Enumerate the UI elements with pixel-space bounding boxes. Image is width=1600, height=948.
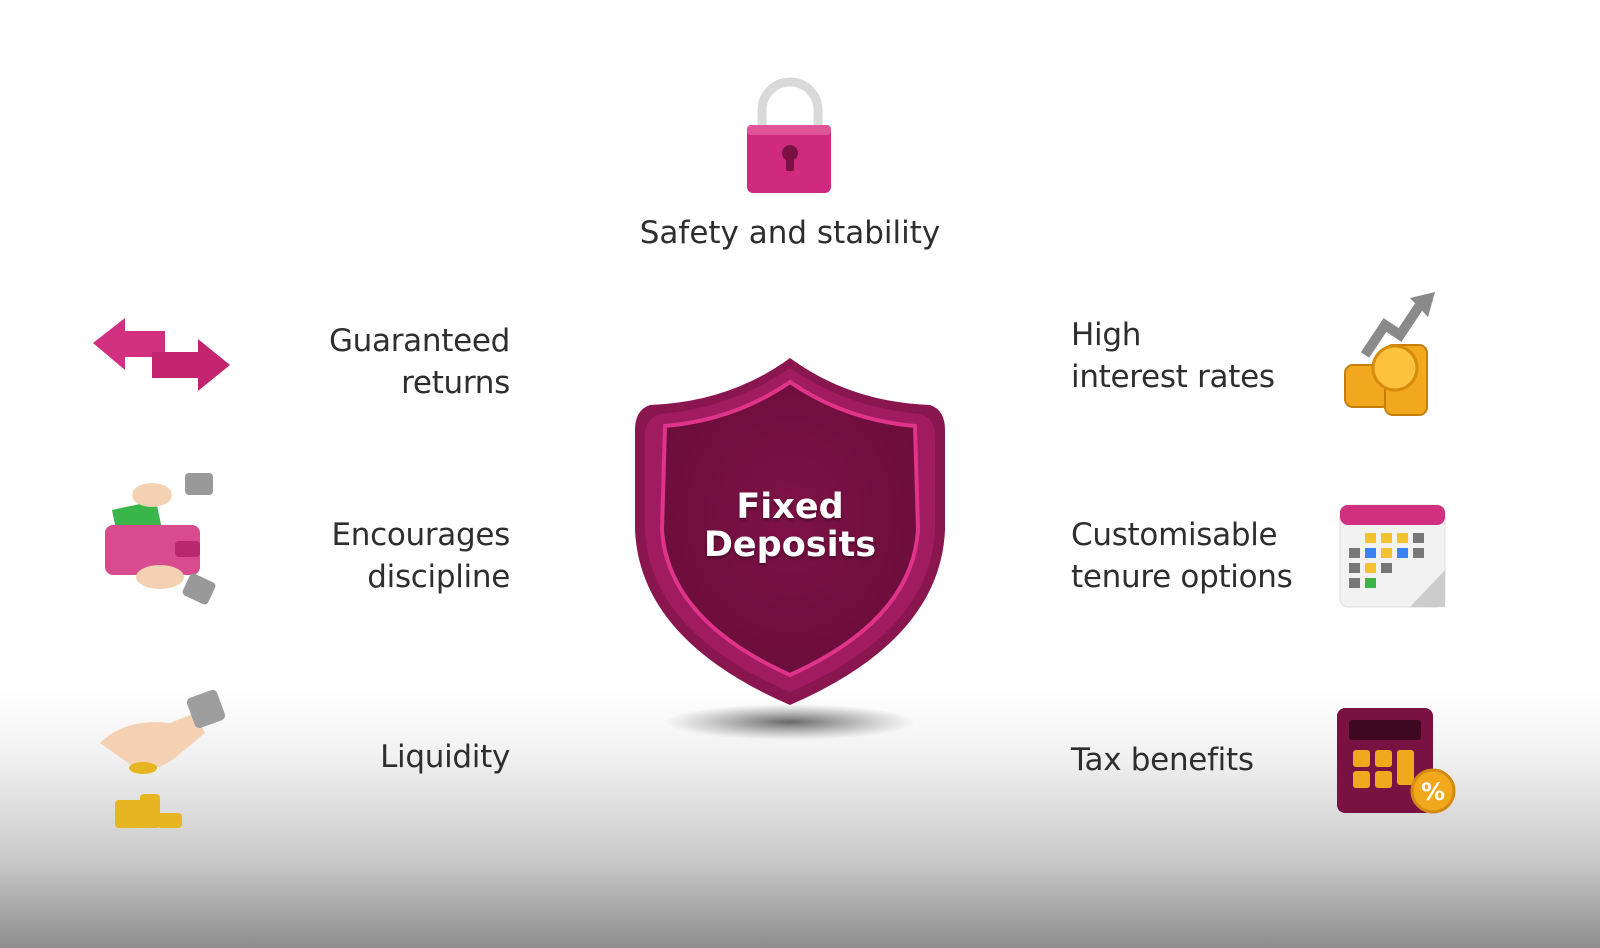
title-line-1: Fixed <box>736 487 844 527</box>
label-line: Customisable <box>1071 517 1278 553</box>
label-line: interest rates <box>1071 359 1275 395</box>
hand-coins-icon <box>100 689 226 828</box>
label-line: High <box>1071 317 1142 353</box>
tax-benefits-label: Tax benefits <box>1071 739 1254 781</box>
label-line: Tax benefits <box>1071 742 1254 778</box>
guaranteed-returns-label: Guaranteed returns <box>329 320 510 404</box>
label-line: discipline <box>367 559 510 595</box>
label-line: Encourages <box>331 517 510 553</box>
fixed-deposits-title: Fixed Deposits <box>640 488 940 564</box>
title-line-2: Deposits <box>703 525 877 565</box>
liquidity-label: Liquidity <box>380 736 510 778</box>
encourages-discipline-label: Encourages discipline <box>331 514 510 598</box>
padlock-icon <box>747 77 831 193</box>
svg-text:%: % <box>1421 778 1445 806</box>
customisable-tenure-label: Customisable tenure options <box>1071 514 1293 598</box>
label-line: returns <box>401 365 510 401</box>
calendar-icon <box>1339 504 1446 608</box>
wallet-hands-icon <box>105 473 216 605</box>
label-line: Guaranteed <box>328 323 510 359</box>
high-interest-rates-label: High interest rates <box>1071 314 1275 398</box>
label-line: Liquidity <box>380 739 510 775</box>
calculator-icon: % <box>1337 708 1456 814</box>
safety-and-stability-label: Safety and stability <box>639 215 941 251</box>
label-line: tenure options <box>1071 559 1293 595</box>
coins-growth-icon <box>1344 292 1435 416</box>
shield-icon <box>635 358 945 740</box>
exchange-arrows-icon <box>93 318 230 391</box>
